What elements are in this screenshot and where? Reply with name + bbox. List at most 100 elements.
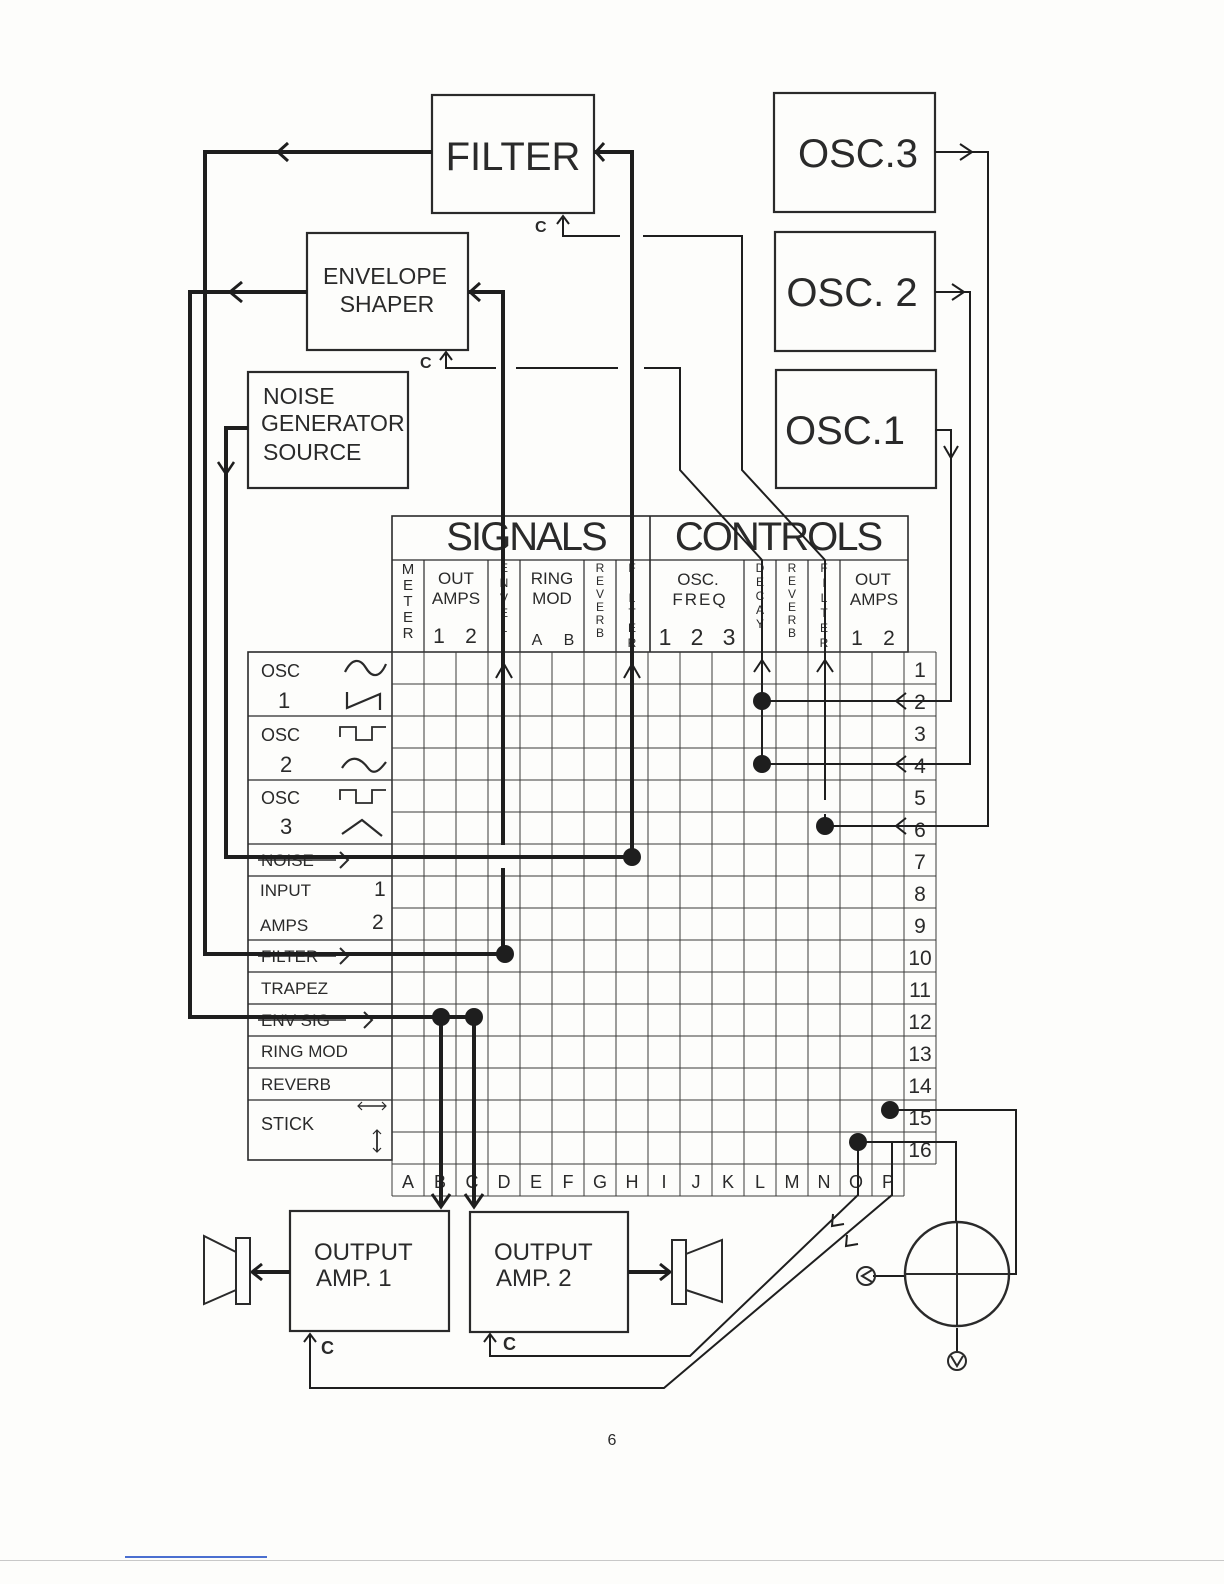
row-number: 9 [914,915,926,938]
row-number: 3 [914,723,926,746]
svg-text:AMP. 1: AMP. 1 [316,1265,392,1292]
patch-pins [432,692,899,1151]
row-number: 6 [914,819,926,842]
svg-text:2: 2 [691,624,704,650]
column-letter: N [818,1172,831,1192]
svg-text:MOD: MOD [532,589,572,608]
svg-text:RING: RING [531,569,574,588]
square-wave-icon [339,789,386,804]
row-number: 4 [914,755,926,778]
osc3-module: OSC.3 [772,91,937,214]
svg-text:1: 1 [374,878,386,901]
patch-pin [465,1008,483,1026]
column-letter: I [661,1172,666,1192]
svg-text:FREQ: FREQ [672,590,727,609]
controls-title: CONTROLS [675,515,882,559]
svg-text:AMPS: AMPS [850,590,898,609]
row-number: 11 [909,979,931,1002]
row-number: 10 [908,947,931,970]
envelope-control-mark: C [420,355,432,372]
column-letter: A [402,1172,414,1192]
patch-pin [753,755,771,773]
patch-pin [496,945,514,963]
row-number: 16 [908,1139,931,1162]
osc1-module: OSC.1 [774,368,938,490]
patch-pin [881,1101,899,1119]
patch-pin [753,692,771,710]
footer-divider [0,1560,1224,1561]
svg-text:ENVELOPE: ENVELOPE [323,263,447,289]
patch-pin [816,817,834,835]
column-letter: M [785,1172,800,1192]
filter-control-mark: C [535,219,547,236]
column-letter: L [755,1172,765,1192]
svg-text:OSC.3: OSC.3 [798,132,918,176]
svg-text:TRAPEZ: TRAPEZ [261,979,328,998]
square-wave-icon [339,726,386,741]
signals-title: SIGNALS [446,515,606,559]
svg-text:AMPS: AMPS [260,916,308,935]
patch-wires [188,141,1017,1389]
sawtooth-wave-icon [345,692,382,710]
svg-text:GENERATOR: GENERATOR [261,410,405,436]
svg-text:OUT: OUT [438,569,474,588]
svg-text:OSC: OSC [261,788,300,808]
svg-text:SOURCE: SOURCE [263,439,361,465]
svg-text:OSC: OSC [261,725,300,745]
row-labels: OSC 1 OSC 2 OSC 3 NOISE INPUT 1 AMPS 2 F… [247,651,393,1161]
row-number: 13 [908,1043,931,1066]
row-number: 1 [914,659,926,682]
svg-text:OUTPUT: OUTPUT [314,1239,413,1266]
envelope-shaper-module: ENVELOPE SHAPER [305,231,470,352]
row-number: 5 [914,787,926,810]
row-number: 12 [908,1011,931,1034]
triangle-wave-icon [341,757,387,773]
svg-text:1: 1 [851,627,863,650]
filter-module: FILTER [430,93,596,215]
row-number: 8 [914,883,926,906]
svg-text:1: 1 [278,688,290,713]
svg-text:OUTPUT: OUTPUT [494,1239,593,1266]
svg-text:2: 2 [372,911,384,934]
footer-link-underline [125,1556,267,1558]
svg-text:2: 2 [465,625,477,648]
stick-horizontal-icon [357,1101,387,1111]
out1-control-mark: C [321,1338,334,1358]
column-letter: J [692,1172,701,1192]
svg-text:1: 1 [659,624,672,650]
stick-vertical-icon [372,1129,382,1153]
speaker-right-icon [671,1238,723,1305]
column-letter: F [563,1172,574,1192]
svg-text:OSC.1: OSC.1 [785,409,905,453]
svg-text:STICK: STICK [261,1114,314,1134]
svg-text:AMP. 2: AMP. 2 [496,1265,572,1292]
patch-pin [623,848,641,866]
svg-text:NOISE: NOISE [263,383,335,409]
svg-text:3: 3 [723,624,736,650]
output-amp-2-module: OUTPUT AMP. 2 [468,1210,630,1334]
row-number: 14 [908,1075,932,1098]
sine-wave-icon [344,659,388,677]
osc2-module: OSC. 2 [773,230,937,353]
row-number: 15 [908,1107,931,1130]
svg-text:2: 2 [280,752,292,777]
filter-label: FILTER [446,135,581,179]
svg-text:REVERB: REVERB [261,1075,331,1094]
svg-text:OSC: OSC [261,661,300,681]
out2-control-mark: C [503,1334,516,1354]
row-number: 2 [914,691,926,714]
column-letter: O [849,1172,863,1192]
row-number: 7 [914,851,926,874]
joystick-icon [856,1220,1011,1371]
svg-text:A: A [532,632,543,649]
patch-pin [432,1008,450,1026]
column-letter: H [626,1172,639,1192]
svg-text:INPUT: INPUT [260,881,311,900]
svg-text:AMPS: AMPS [432,589,480,608]
triangle-wave-icon [341,818,383,837]
